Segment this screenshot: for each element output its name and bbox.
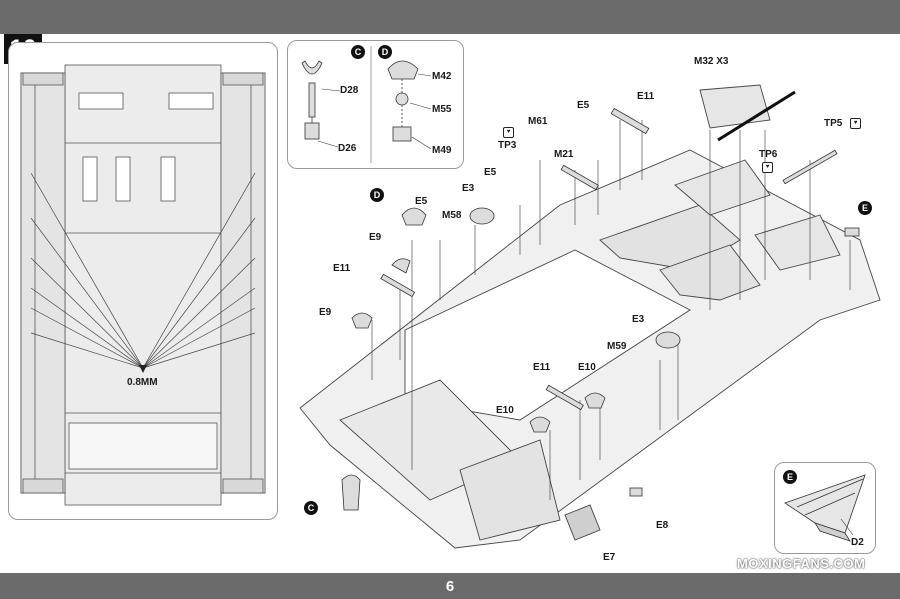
label-e9-a: E9 xyxy=(369,232,382,243)
marker-d: D xyxy=(378,45,392,59)
label-e7: E7 xyxy=(603,552,616,563)
inset-e-drawing xyxy=(784,474,866,542)
label-e8: E8 xyxy=(656,520,669,531)
label-e10-left: E10 xyxy=(496,405,514,416)
label-m58: M58 xyxy=(442,210,462,221)
marker-e-main: E xyxy=(858,201,872,215)
sub-assembly-drawing xyxy=(301,46,432,163)
label-e11-left: E11 xyxy=(333,263,351,274)
inset-part-d2: D2 xyxy=(851,537,864,548)
label-e9-b: E9 xyxy=(319,307,332,318)
label-m21: M21 xyxy=(554,149,574,160)
glue-icon: ♥ xyxy=(503,127,514,138)
marker-e-main-text: E xyxy=(861,203,868,213)
marker-c-main-text: C xyxy=(307,503,315,513)
page-number: 6 xyxy=(445,577,455,595)
sub-assembly-panel: C D D28 D26 M42 M55 M49 xyxy=(287,40,464,169)
glue-icon: ♥ xyxy=(762,162,773,173)
label-e5-left: E5 xyxy=(415,196,428,207)
hull-underside-drawing xyxy=(20,64,266,506)
label-m32: M32 X3 xyxy=(694,56,729,67)
part-label-m55: M55 xyxy=(432,104,452,115)
inset-marker-text: E xyxy=(786,472,793,482)
label-tp3: TP3 xyxy=(498,140,517,151)
marker-d-main-text: D xyxy=(373,190,381,200)
glue-icon: ♥ xyxy=(850,118,861,129)
marker-d-main: D xyxy=(370,188,384,202)
label-tp6: TP6 xyxy=(759,149,778,160)
label-e5-top: E5 xyxy=(577,100,590,111)
marker-c: C xyxy=(351,45,365,59)
marker-c-text: C xyxy=(354,47,362,57)
footer-bar: 6 xyxy=(0,573,900,599)
label-e3-top: E3 xyxy=(462,183,475,194)
marker-d-text: D xyxy=(381,47,389,57)
label-e11-top: E11 xyxy=(637,91,655,102)
header-bar xyxy=(0,0,900,34)
watermark-text: MOXINGFANS.COM xyxy=(737,556,866,571)
part-label-d28: D28 xyxy=(340,85,359,96)
inset-marker-e: E xyxy=(783,470,797,484)
label-e10-right: E10 xyxy=(578,362,596,373)
drill-size-label: 0.8MM xyxy=(127,377,158,388)
label-e3-right: E3 xyxy=(632,314,645,325)
part-label-m49: M49 xyxy=(432,145,452,156)
part-label-d26: D26 xyxy=(338,143,357,154)
label-e5-mid: E5 xyxy=(484,167,497,178)
inset-e-panel: E D2 xyxy=(774,462,876,554)
label-e11-low: E11 xyxy=(533,362,551,373)
marker-c-main: C xyxy=(304,501,318,515)
label-m59: M59 xyxy=(607,341,627,352)
hull-underside-panel: 0.8MM xyxy=(8,42,278,520)
label-tp5: TP5 xyxy=(824,118,843,129)
part-label-m42: M42 xyxy=(432,71,452,82)
label-m61: M61 xyxy=(528,116,548,127)
